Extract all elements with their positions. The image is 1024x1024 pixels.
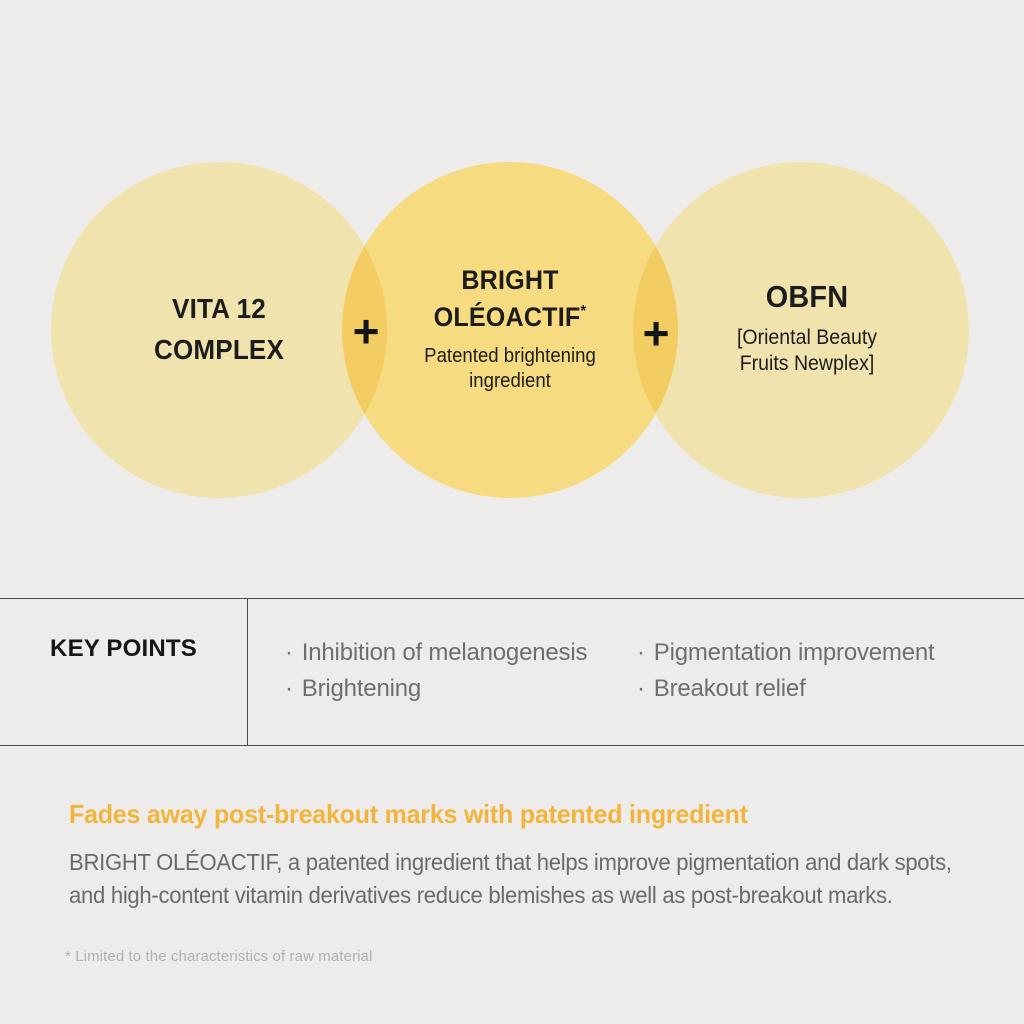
key-point-item: ·Inhibition of melanogenesis bbox=[285, 639, 588, 666]
bright-oleoactif-label: BRIGHT OLÉOACTIF* bbox=[434, 265, 587, 333]
key-points-column-2: ·Pigmentation improvement ·Breakout reli… bbox=[637, 635, 935, 707]
key-points-label: KEY POINTS bbox=[50, 635, 197, 662]
obfn-label: OBFN bbox=[765, 279, 849, 314]
bright-line1: BRIGHT bbox=[461, 265, 559, 295]
key-points-column-1: ·Inhibition of melanogenesis ·Brightenin… bbox=[285, 635, 587, 707]
bullet-dot: · bbox=[285, 675, 293, 702]
bright-oleoactif-subtitle: Patented brightening ingredient bbox=[424, 344, 596, 394]
key-point-item: ·Pigmentation improvement bbox=[637, 639, 935, 666]
circle-vita12 bbox=[51, 162, 387, 498]
plus-sign-left: + bbox=[352, 305, 380, 358]
key-point-item: ·Brightening bbox=[285, 675, 422, 702]
ingredient-venn-diagram bbox=[51, 162, 969, 498]
description-line2: and high-content vitamin derivatives red… bbox=[69, 882, 893, 908]
asterisk-marker: * bbox=[580, 303, 587, 320]
bullet-dot: · bbox=[637, 639, 645, 666]
description-heading: Fades away post-breakout marks with pate… bbox=[69, 799, 748, 829]
bright-line2: OLÉOACTIF* bbox=[433, 302, 587, 332]
description-body: BRIGHT OLÉOACTIF, a patented ingredient … bbox=[69, 846, 952, 912]
obfn-subtitle: [Oriental Beauty Fruits Newplex] bbox=[737, 325, 877, 377]
obfn-sub1: [Oriental Beauty bbox=[736, 326, 878, 349]
obfn-sub2: Fruits Newplex] bbox=[739, 352, 875, 375]
vita12-line2: COMPLEX bbox=[153, 334, 285, 365]
key-point-item: ·Breakout relief bbox=[637, 675, 806, 702]
description-line1: BRIGHT OLÉOACTIF, a patented ingredient … bbox=[69, 849, 952, 875]
circle-bright-oleoactif bbox=[342, 162, 678, 498]
key-points-divider bbox=[247, 599, 248, 745]
bright-sub2: ingredient bbox=[469, 370, 551, 392]
bullet-dot: · bbox=[285, 639, 293, 666]
vita12-complex-label: VITA 12 COMPLEX bbox=[154, 288, 284, 370]
bright-sub1: Patented brightening bbox=[424, 345, 596, 367]
bullet-dot: · bbox=[637, 675, 645, 702]
circle-obfn bbox=[633, 162, 969, 498]
footnote-text: * Limited to the characteristics of raw … bbox=[65, 948, 373, 965]
vita12-line1: VITA 12 bbox=[172, 293, 266, 324]
plus-sign-right: + bbox=[642, 307, 670, 360]
key-points-section: KEY POINTS ·Inhibition of melanogenesis … bbox=[0, 598, 1024, 746]
